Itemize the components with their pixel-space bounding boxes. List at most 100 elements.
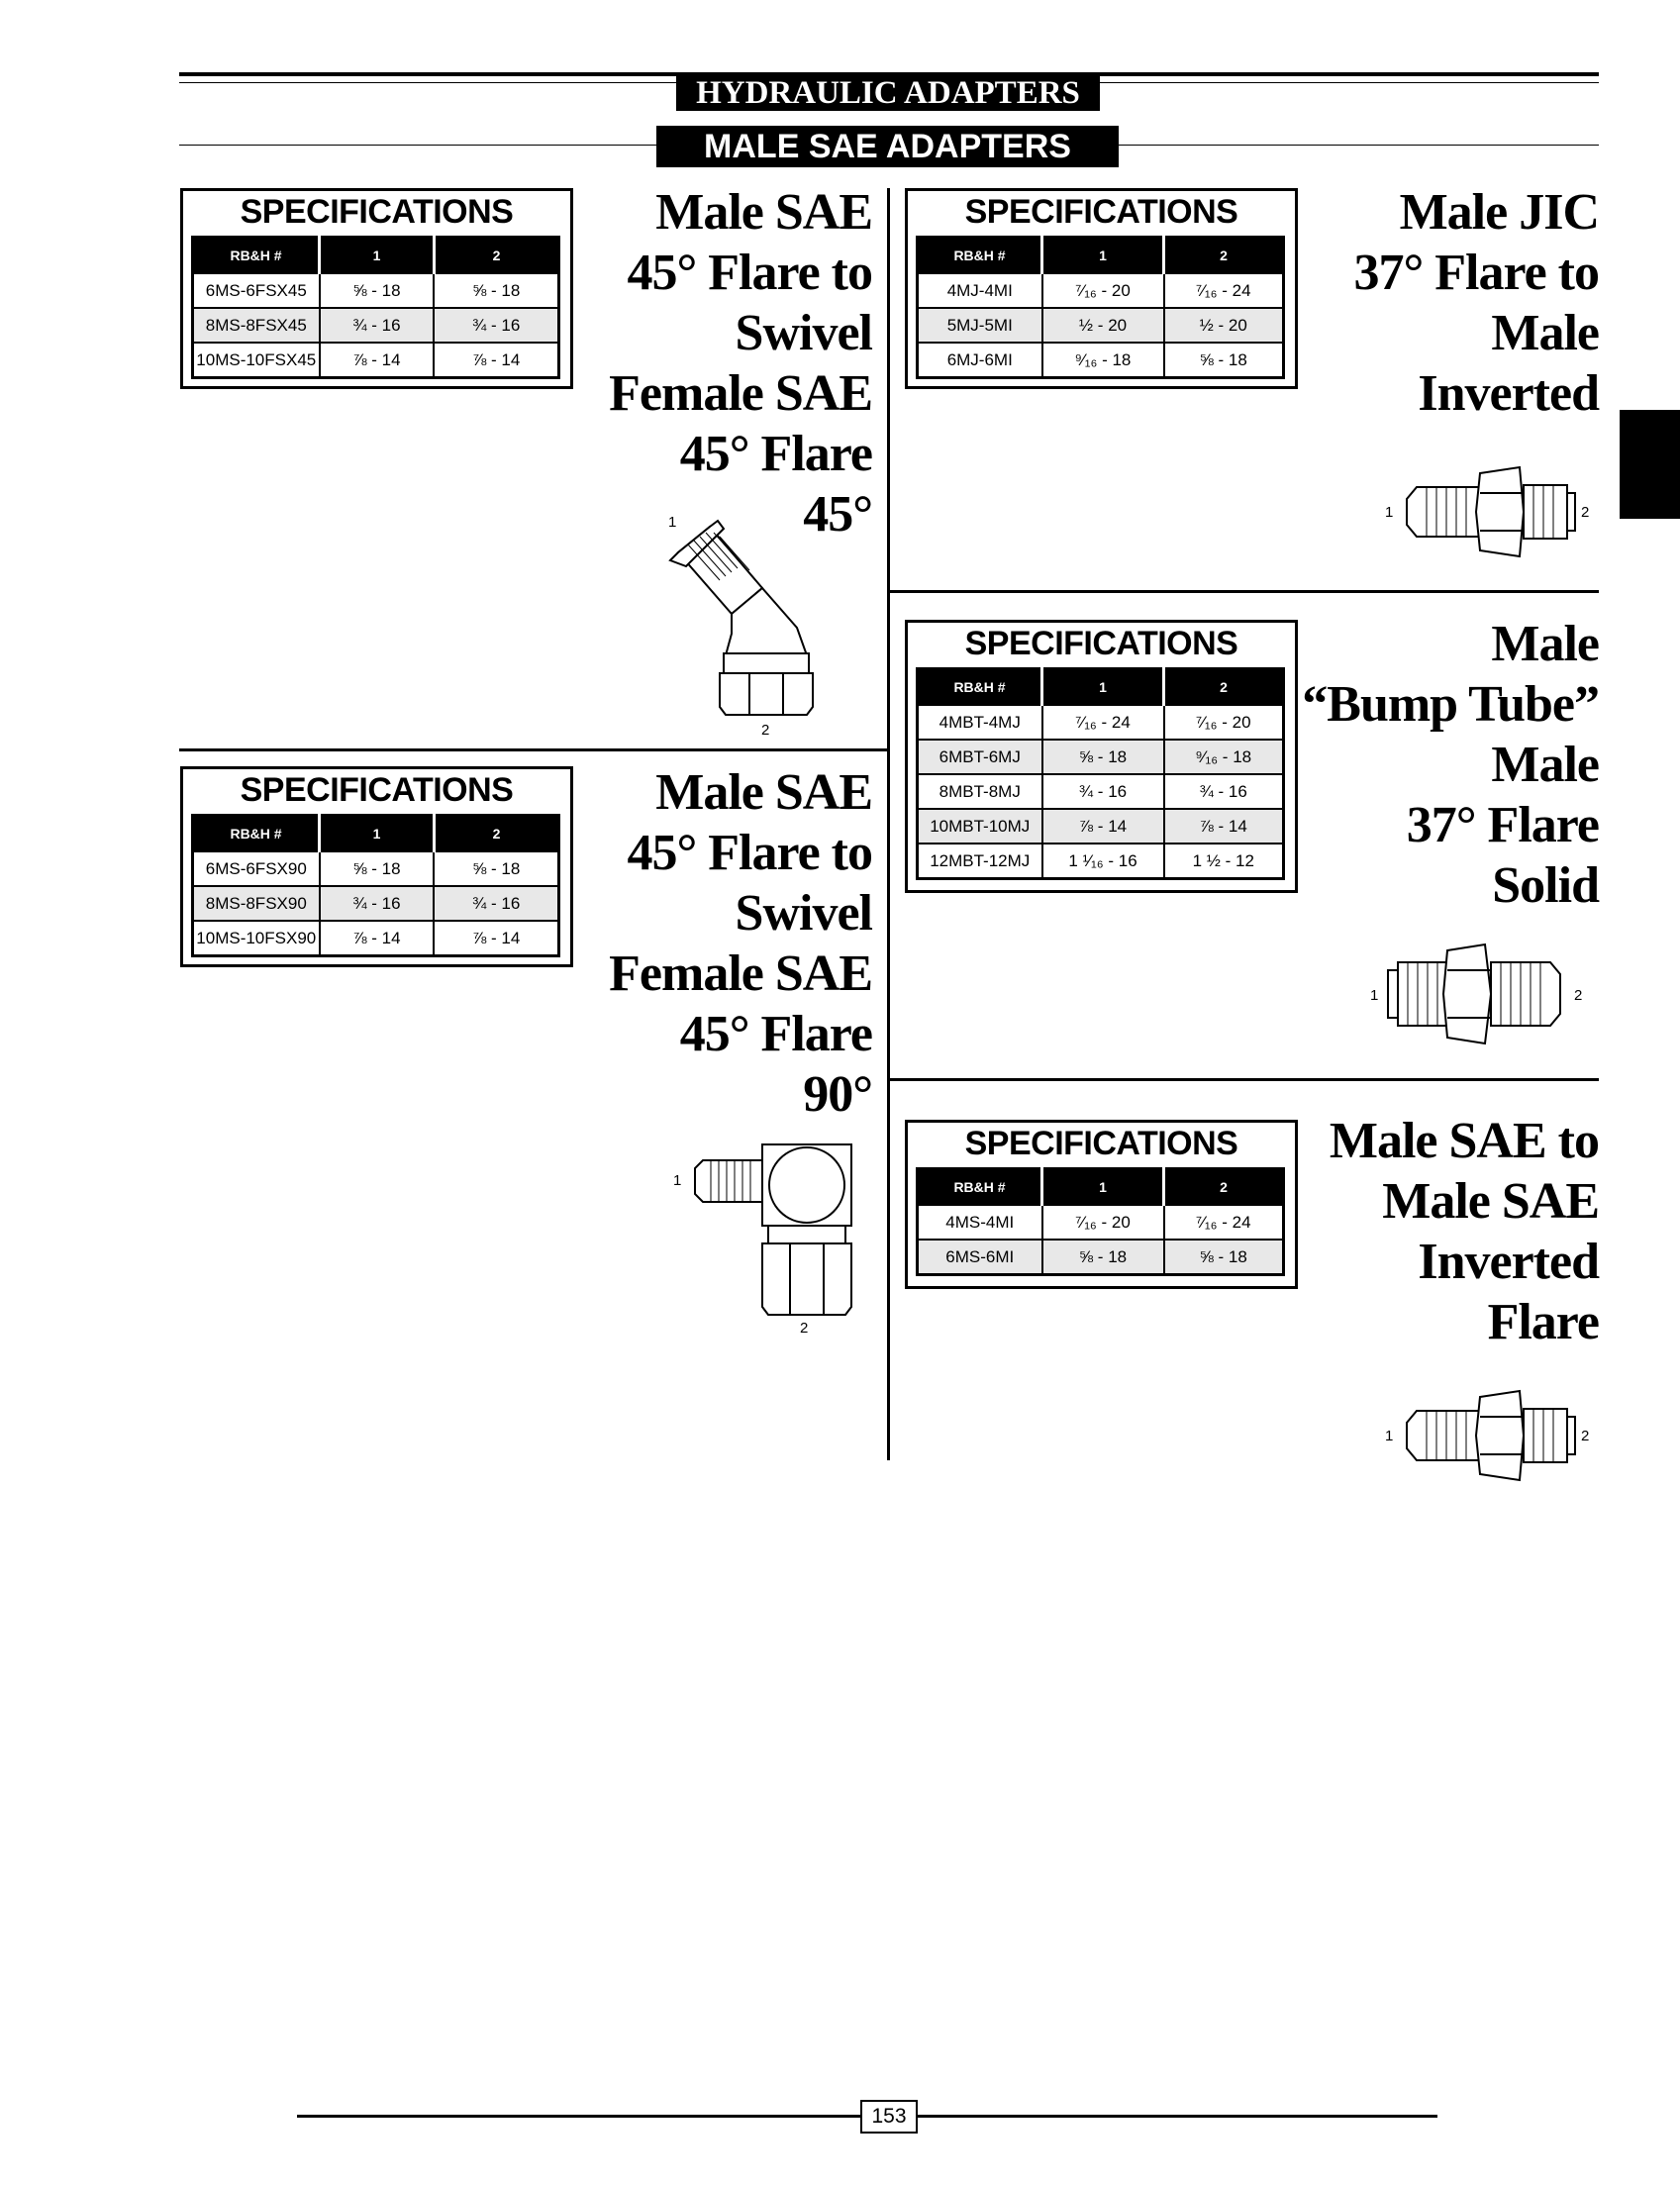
- column-header: 2: [432, 237, 559, 273]
- title-line: 45° Flare to: [627, 245, 873, 301]
- spec-table: RB&H # 1 2 6MS-6FSX90 ⅝ - 18 ⅝ - 18 8MS-…: [191, 814, 560, 957]
- spec-table: RB&H # 1 2 4MS-4MI ⁷⁄₁₆ - 20 ⁷⁄₁₆ - 24 6…: [916, 1167, 1285, 1276]
- part-number: 6MS-6MI: [916, 1239, 1043, 1276]
- title-line: Inverted: [1418, 1234, 1600, 1290]
- row-divider-left: [179, 748, 889, 751]
- category-header: HYDRAULIC ADAPTERS: [676, 75, 1100, 111]
- part-number: 6MBT-6MJ: [916, 739, 1043, 775]
- product-title-sae45-45: Male SAE 45° Flare to Swivel Female SAE …: [609, 182, 873, 545]
- thread-2: ⅝ - 18: [1162, 342, 1285, 379]
- title-line: 37° Flare: [1406, 797, 1600, 853]
- part-number: 8MS-8FSX90: [191, 885, 321, 922]
- port-label-1: 1: [1385, 1428, 1393, 1444]
- part-number: 10MS-10FSX45: [191, 342, 321, 379]
- column-header: RB&H #: [192, 815, 320, 851]
- table-row: 12MBT-12MJ 1 ¹⁄₁₆ - 16 1 ½ - 12: [916, 843, 1285, 880]
- port-label-1: 1: [673, 1172, 681, 1189]
- table-header-row: RB&H # 1 2: [917, 237, 1284, 273]
- part-number: 10MBT-10MJ: [916, 808, 1043, 844]
- title-line: Male: [1491, 305, 1600, 361]
- table-row: 6MBT-6MJ ⅝ - 18 ⁹⁄₁₆ - 18: [916, 739, 1285, 775]
- fitting-sae-inverted-drawing: 1 2: [1385, 1389, 1589, 1482]
- thread-1: ⅞ - 14: [318, 920, 436, 957]
- port-label-2: 2: [1574, 987, 1582, 1004]
- spec-box-sae45-90: SPECIFICATIONS RB&H # 1 2 6MS-6FSX90 ⅝ -…: [180, 766, 573, 967]
- port-label-2: 2: [1581, 504, 1589, 521]
- fitting-bump-tube-drawing: 1 2: [1370, 943, 1582, 1045]
- column-header: 1: [318, 815, 435, 851]
- spec-table: RB&H # 1 2 4MBT-4MJ ⁷⁄₁₆ - 24 ⁷⁄₁₆ - 20 …: [916, 667, 1285, 880]
- spec-box-bump-tube: SPECIFICATIONS RB&H # 1 2 4MBT-4MJ ⁷⁄₁₆ …: [905, 620, 1298, 893]
- table-row: 10MS-10FSX45 ⅞ - 14 ⅞ - 14: [191, 342, 560, 379]
- part-number: 8MS-8FSX45: [191, 307, 321, 344]
- thread-1: ¾ - 16: [1040, 773, 1165, 810]
- port-label-2: 2: [800, 1320, 808, 1337]
- table-row: 8MBT-8MJ ¾ - 16 ¾ - 16: [916, 773, 1285, 810]
- table-row: 4MBT-4MJ ⁷⁄₁₆ - 24 ⁷⁄₁₆ - 20: [916, 704, 1285, 741]
- table-row: 6MS-6MI ⅝ - 18 ⅝ - 18: [916, 1239, 1285, 1276]
- thread-1: ⅞ - 14: [1040, 808, 1165, 844]
- product-title-bump-tube: Male “Bump Tube” Male 37° Flare Solid: [1302, 614, 1600, 916]
- thread-1: ⁷⁄₁₆ - 20: [1040, 1204, 1165, 1241]
- part-number: 8MBT-8MJ: [916, 773, 1043, 810]
- title-line: Male JIC: [1399, 184, 1600, 241]
- column-header: 1: [1040, 1168, 1164, 1205]
- title-line: 90°: [803, 1066, 873, 1123]
- row-divider-right-2: [888, 1078, 1599, 1081]
- port-label-2: 2: [761, 722, 769, 739]
- table-row: 5MJ-5MI ½ - 20 ½ - 20: [916, 307, 1285, 344]
- thread-2: ⁷⁄₁₆ - 24: [1162, 272, 1285, 309]
- title-line: Male SAE: [655, 764, 873, 821]
- spec-table: RB&H # 1 2 4MJ-4MI ⁷⁄₁₆ - 20 ⁷⁄₁₆ - 24 5…: [916, 236, 1285, 379]
- table-row: 8MS-8FSX90 ¾ - 16 ¾ - 16: [191, 885, 560, 922]
- title-line: 45° Flare to: [627, 825, 873, 881]
- spec-heading: SPECIFICATIONS: [240, 771, 514, 809]
- part-number: 4MBT-4MJ: [916, 704, 1043, 741]
- title-line: Female SAE: [609, 945, 873, 1002]
- table-row: 10MBT-10MJ ⅞ - 14 ⅞ - 14: [916, 808, 1285, 844]
- row-divider-right-1: [888, 590, 1599, 593]
- product-title-sae45-90: Male SAE 45° Flare to Swivel Female SAE …: [609, 762, 873, 1125]
- column-header: RB&H #: [917, 668, 1042, 705]
- part-number: 6MS-6FSX90: [191, 850, 321, 887]
- thread-2: ¾ - 16: [433, 885, 560, 922]
- title-line: 37° Flare to: [1353, 245, 1600, 301]
- thread-1: ½ - 20: [1040, 307, 1165, 344]
- title-line: Inverted: [1418, 365, 1600, 422]
- column-header: 2: [1162, 237, 1284, 273]
- spec-heading: SPECIFICATIONS: [964, 193, 1238, 231]
- thread-2: ⅞ - 14: [433, 920, 560, 957]
- table-header-row: RB&H # 1 2: [192, 815, 559, 851]
- port-label-2: 2: [1581, 1428, 1589, 1444]
- part-number: 4MS-4MI: [916, 1204, 1043, 1241]
- spec-table: RB&H # 1 2 6MS-6FSX45 ⅝ - 18 ⅝ - 18 8MS-…: [191, 236, 560, 379]
- thread-2: ⅝ - 18: [433, 850, 560, 887]
- fitting-jic-inverted-drawing: 1 2: [1385, 465, 1589, 558]
- thread-1: ¾ - 16: [318, 885, 436, 922]
- thread-2: ⁷⁄₁₆ - 20: [1162, 704, 1285, 741]
- part-number: 4MJ-4MI: [916, 272, 1043, 309]
- spec-heading: SPECIFICATIONS: [964, 625, 1238, 662]
- product-title-jic-inverted: Male JIC 37° Flare to Male Inverted: [1353, 182, 1600, 424]
- title-line: Male SAE: [1382, 1173, 1600, 1230]
- column-header: 1: [318, 237, 435, 273]
- thread-1: ⅝ - 18: [1040, 1239, 1165, 1276]
- thread-2: ⅞ - 14: [1162, 808, 1285, 844]
- spec-heading: SPECIFICATIONS: [240, 193, 514, 231]
- column-divider: [887, 188, 890, 1460]
- column-header: 2: [432, 815, 559, 851]
- title-line: 45°: [803, 486, 873, 543]
- title-line: Flare: [1487, 1294, 1600, 1350]
- table-row: 6MS-6FSX90 ⅝ - 18 ⅝ - 18: [191, 850, 560, 887]
- thread-1: 1 ¹⁄₁₆ - 16: [1040, 843, 1165, 880]
- title-line: Male: [1491, 616, 1600, 672]
- table-header-row: RB&H # 1 2: [192, 237, 559, 273]
- section-header: MALE SAE ADAPTERS: [656, 126, 1119, 167]
- title-line: 45° Flare: [679, 426, 873, 482]
- thread-2: 1 ½ - 12: [1162, 843, 1285, 880]
- port-label-1: 1: [668, 514, 676, 531]
- thread-1: ⅝ - 18: [318, 272, 436, 309]
- thread-1: ⁷⁄₁₆ - 20: [1040, 272, 1165, 309]
- title-line: Swivel: [735, 885, 873, 942]
- title-line: Swivel: [735, 305, 873, 361]
